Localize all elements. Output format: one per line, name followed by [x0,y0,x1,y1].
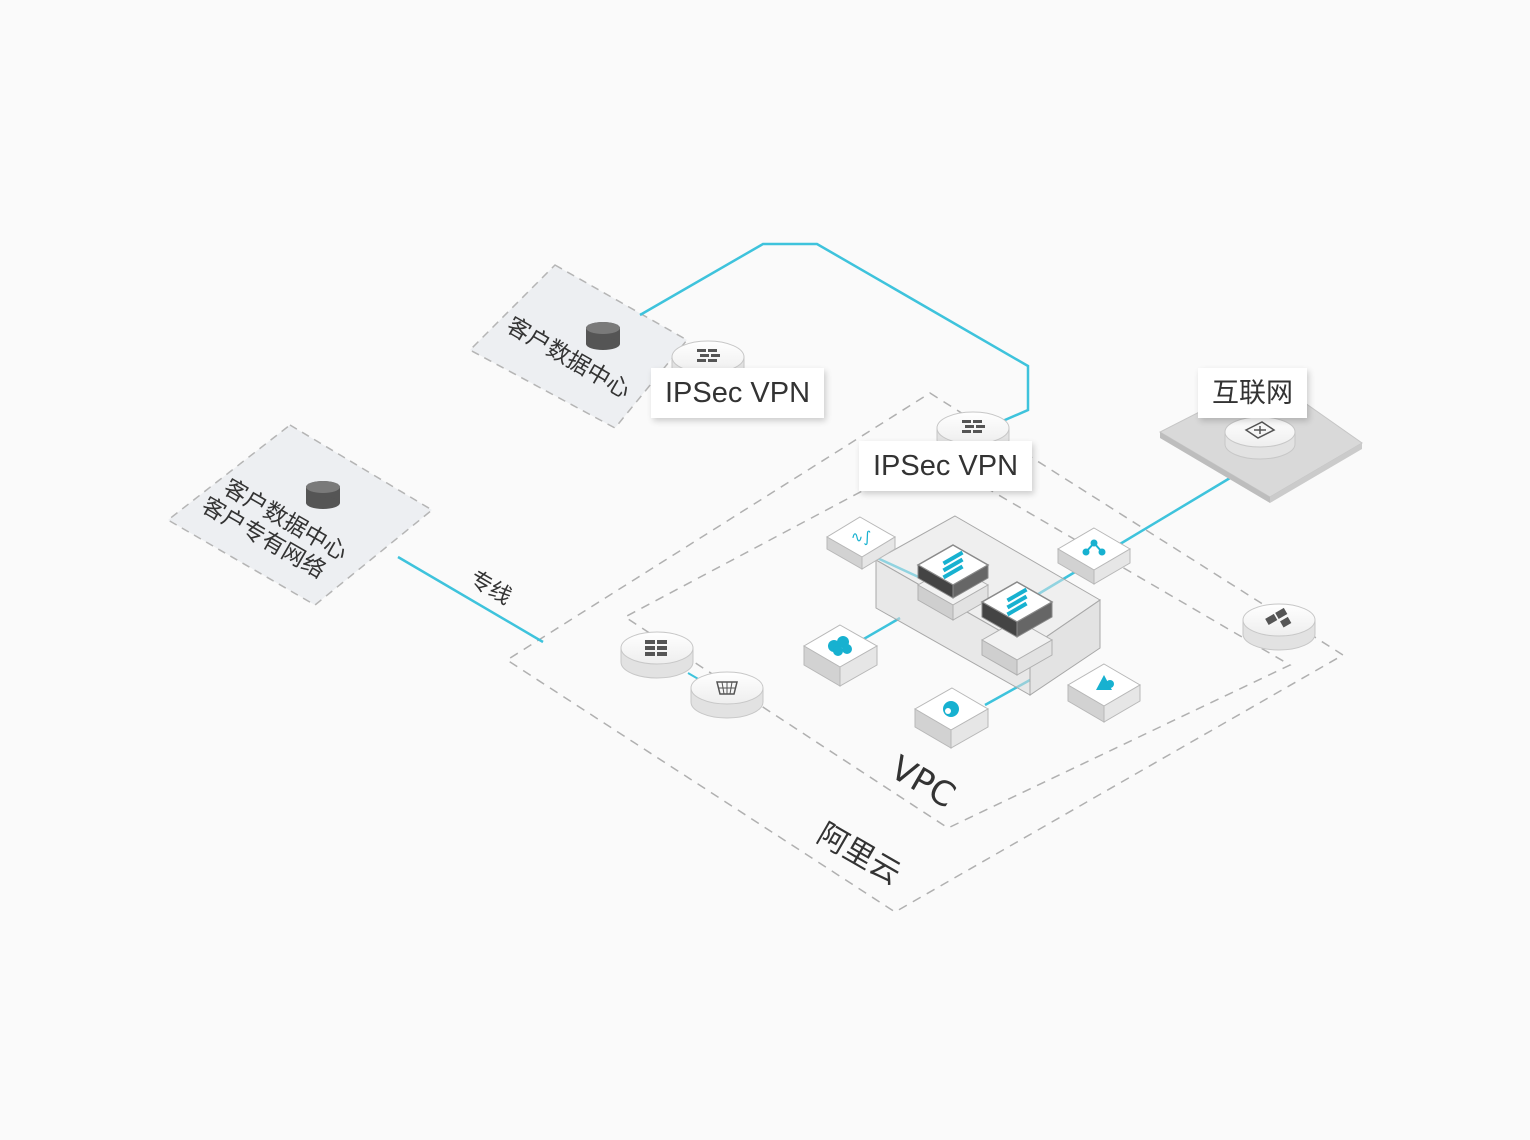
cdn-icon: ∿∫ [851,528,871,546]
cdn-device[interactable]: ∿∫ [826,516,896,570]
storage-icon [943,701,959,717]
link-cloud-cluster [861,616,901,642]
cloud-device[interactable] [803,624,879,687]
vpn-customer-callout: IPSec VPN [651,368,825,418]
network-device[interactable] [1057,527,1131,585]
vpc-label: VPC [884,748,962,816]
oss-device[interactable] [913,687,990,749]
firewall-icon [716,681,738,695]
vpc-zone [623,454,1292,829]
user-icon [1265,607,1292,628]
load-balancer-device[interactable] [916,544,990,621]
alert-icon [1096,675,1114,690]
router-icon [645,640,667,656]
user-device[interactable] [1242,603,1316,651]
vpn-tunnel-line [639,242,1030,435]
network-icon [1082,539,1106,556]
internet-callout: 互联网 [1198,368,1307,418]
server-icon [1006,587,1028,617]
load-balancer-icon [942,550,964,580]
internet-link [1114,476,1231,549]
alert-device[interactable] [1067,663,1141,723]
database-icon [586,322,620,350]
ecs-device[interactable] [980,581,1054,676]
vpn-cloud-callout: IPSec VPN [859,441,1033,491]
vpn-gateway-icon [697,349,720,362]
dedicated-line [397,555,544,644]
aliyun-zone [505,392,1345,913]
customer-dc-top-zone [468,264,689,429]
database-icon [306,481,340,509]
internet-gateway-icon [1244,421,1276,439]
dedicated-line-label: 专线 [465,567,516,611]
customer-dc-left-zone [166,424,434,606]
cloud-icon [828,636,852,656]
aliyun-label: 阿里云 [811,817,906,892]
router-device[interactable] [620,631,694,679]
vpn-gateway-icon [962,420,985,433]
internet-gateway-device[interactable] [1224,416,1296,460]
firewall-device[interactable] [690,671,764,719]
